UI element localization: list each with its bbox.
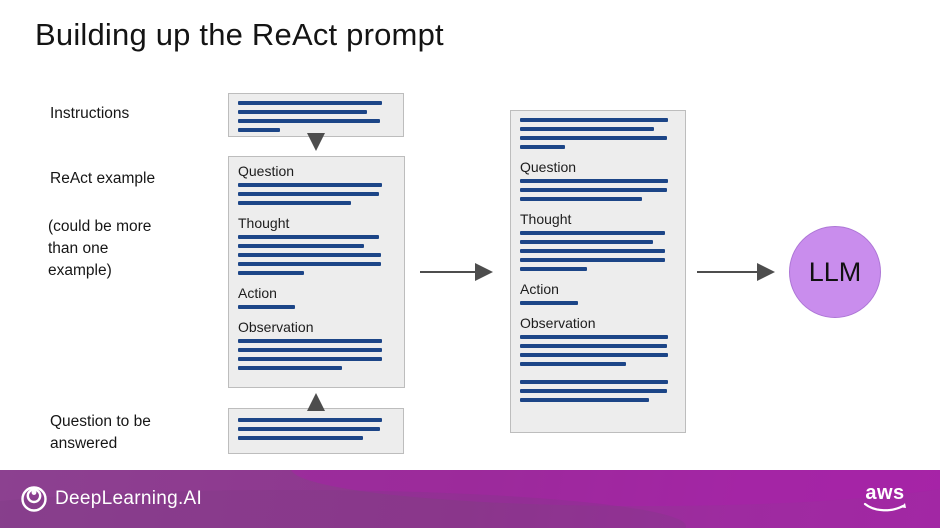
section-label: Action — [520, 281, 559, 297]
text-line — [520, 301, 578, 305]
text-line — [520, 335, 669, 339]
text-line — [238, 357, 383, 361]
text-line — [520, 249, 666, 253]
section-label: Thought — [520, 211, 572, 227]
section-lines — [238, 339, 395, 370]
instructions-box — [228, 93, 404, 137]
text-line — [520, 179, 669, 183]
text-line — [238, 101, 382, 105]
aws-logo: aws — [862, 470, 908, 528]
footer-bar: DeepLearning.AI aws — [0, 470, 940, 528]
text-line — [238, 244, 364, 248]
section-lines — [520, 179, 676, 201]
text-line — [520, 188, 667, 192]
text-line — [238, 348, 383, 352]
text-line — [520, 231, 666, 235]
question-to-answer-box — [228, 408, 404, 454]
text-line — [238, 436, 363, 440]
text-line — [520, 127, 655, 131]
section-lines — [238, 183, 395, 205]
section-lines — [520, 335, 676, 366]
section-lines — [238, 235, 395, 275]
label-react-example: ReAct example — [50, 170, 156, 187]
text-line — [520, 353, 669, 357]
llm-label: LLM — [808, 256, 862, 287]
combined-bottom-lines — [520, 380, 676, 402]
text-line — [520, 197, 642, 201]
text-line — [238, 183, 383, 187]
page-title: Building up the ReAct prompt — [35, 17, 444, 52]
aws-logo-text: aws — [865, 482, 905, 504]
label-more-examples-note: (could be more than one example) — [48, 218, 152, 279]
label-question-to-be-answered: Question to be answered — [50, 413, 151, 452]
text-line — [520, 145, 566, 149]
text-line — [238, 253, 381, 257]
text-line — [238, 262, 381, 266]
deeplearning-logo-icon — [21, 486, 47, 512]
text-line — [520, 136, 667, 140]
text-line — [238, 271, 304, 275]
deeplearning-brand: DeepLearning.AI — [20, 470, 202, 528]
text-line — [238, 201, 352, 205]
text-line — [238, 110, 368, 114]
brand-name: DeepLearning.AI — [55, 488, 203, 509]
section-label: Thought — [238, 215, 290, 231]
text-line — [520, 380, 669, 384]
text-line — [238, 128, 281, 132]
label-instructions: Instructions — [50, 105, 130, 122]
text-line — [238, 418, 382, 422]
text-line — [238, 119, 380, 123]
section-label: Question — [238, 163, 295, 179]
text-line — [238, 339, 383, 343]
text-line — [238, 427, 380, 431]
aws-smile-icon — [863, 502, 906, 512]
section-lines — [520, 301, 676, 305]
section-lines — [520, 231, 676, 271]
text-line — [520, 118, 669, 122]
question-box-lines — [238, 418, 394, 440]
text-line — [520, 398, 650, 402]
text-line — [520, 344, 667, 348]
section-lines — [238, 305, 395, 309]
text-line — [238, 192, 380, 196]
text-line — [520, 362, 627, 366]
text-line — [520, 389, 667, 393]
text-line — [520, 240, 653, 244]
section-label: Question — [520, 159, 577, 175]
text-line — [238, 235, 380, 239]
section-label: Action — [238, 285, 277, 301]
combined-top-lines — [520, 118, 676, 149]
llm-node: LLM — [789, 226, 881, 318]
section-label: Observation — [238, 319, 314, 335]
section-label: Observation — [520, 315, 596, 331]
text-line — [238, 305, 295, 309]
instructions-box-lines — [238, 101, 394, 132]
text-line — [238, 366, 342, 370]
text-line — [520, 267, 588, 271]
text-line — [520, 258, 666, 262]
